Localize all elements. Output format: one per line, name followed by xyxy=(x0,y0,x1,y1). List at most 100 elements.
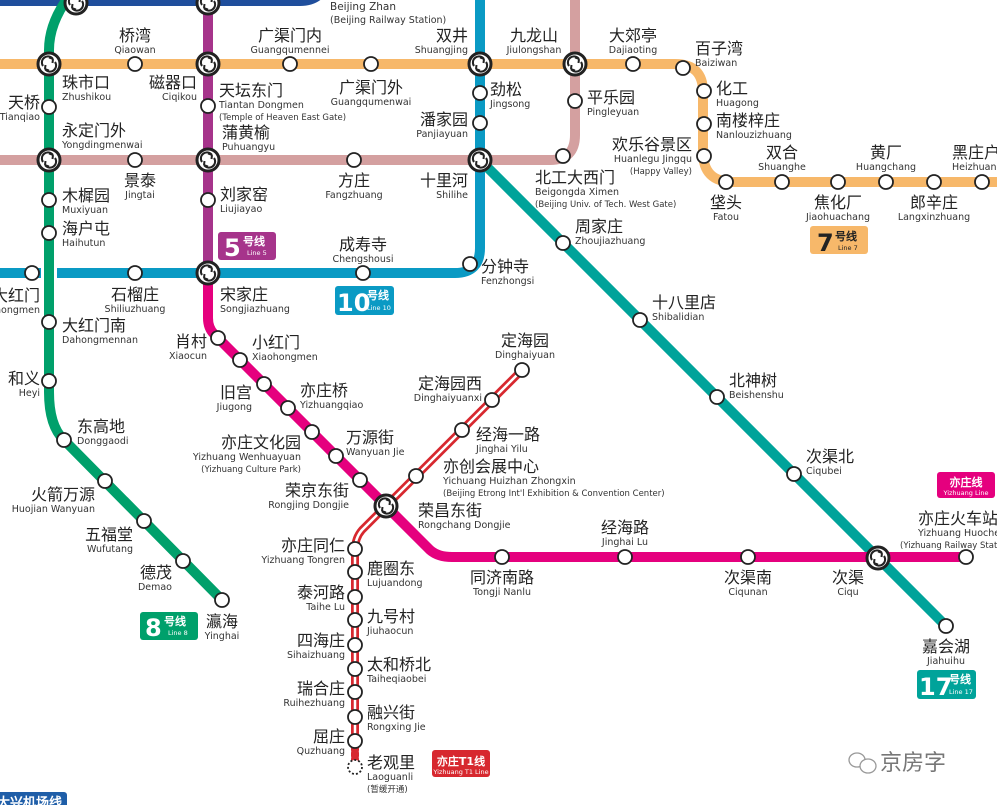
station-marker[interactable] xyxy=(347,709,363,725)
station-marker[interactable] xyxy=(462,256,478,272)
station-marker[interactable] xyxy=(175,553,191,569)
interchange-icon[interactable] xyxy=(195,260,221,286)
station-marker[interactable] xyxy=(958,549,974,565)
station-marker[interactable] xyxy=(830,174,846,190)
interchange-icon[interactable] xyxy=(467,51,493,77)
station-marker[interactable] xyxy=(567,93,583,109)
station-marker[interactable] xyxy=(555,235,571,251)
station-marker[interactable] xyxy=(774,174,790,190)
station-marker[interactable] xyxy=(347,637,363,653)
interchange-icon[interactable] xyxy=(562,51,588,77)
station-marker[interactable] xyxy=(346,152,362,168)
station-marker[interactable] xyxy=(304,424,320,440)
station-marker[interactable] xyxy=(514,362,530,378)
station-marker[interactable] xyxy=(472,115,488,131)
station-marker[interactable] xyxy=(408,468,424,484)
badge-line-10[interactable]: 10 号线 Line 10 xyxy=(335,286,394,317)
station-marker[interactable] xyxy=(347,541,363,557)
station-marker[interactable] xyxy=(41,314,57,330)
station-heizhuanghu[interactable]: 黑庄户Heizhuanghu xyxy=(952,143,997,190)
station-marker[interactable] xyxy=(786,466,802,482)
station-marker[interactable] xyxy=(136,513,152,529)
station-marker[interactable] xyxy=(214,592,230,608)
station-marker[interactable] xyxy=(280,400,296,416)
station-marker[interactable] xyxy=(938,618,954,634)
station-marker[interactable] xyxy=(675,60,691,76)
station-marker[interactable] xyxy=(41,99,57,115)
station-dahongmen[interactable]: 大红门Dahongmen xyxy=(0,265,40,316)
station-marker[interactable] xyxy=(555,148,571,164)
interchange-icon[interactable] xyxy=(865,545,891,571)
station-marker[interactable] xyxy=(97,473,113,489)
station-marker[interactable] xyxy=(56,432,72,448)
station-marker[interactable] xyxy=(926,174,942,190)
station-marker[interactable] xyxy=(24,265,40,281)
station-marker[interactable] xyxy=(200,98,216,114)
interchange-icon[interactable] xyxy=(36,51,62,77)
station-marker[interactable] xyxy=(282,56,298,72)
station-marker[interactable] xyxy=(484,392,500,408)
station-marker[interactable] xyxy=(472,85,488,101)
station-marker[interactable] xyxy=(347,612,363,628)
badge-line-7[interactable]: 7 号线 Line 7 xyxy=(810,226,868,257)
station-marker[interactable] xyxy=(210,330,226,346)
interchange-icon[interactable] xyxy=(63,0,89,16)
station-marker[interactable] xyxy=(347,589,363,605)
station-marker[interactable] xyxy=(696,83,712,99)
station-marker[interactable] xyxy=(41,192,57,208)
interchange-icon[interactable] xyxy=(195,51,221,77)
station-marker[interactable] xyxy=(355,265,371,281)
station-marker[interactable] xyxy=(256,376,272,392)
badge-line-17[interactable]: 17 号线 Line 17 xyxy=(917,670,976,701)
station-marker[interactable] xyxy=(347,684,363,700)
